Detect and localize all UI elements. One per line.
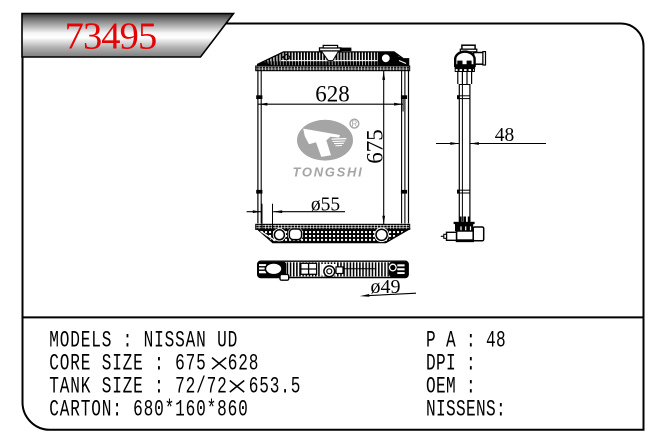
svg-text:675: 675 [363, 129, 388, 164]
svg-text:P A : 48: P A : 48 [426, 327, 506, 354]
svg-text:CORE SIZE : 675: CORE SIZE : 675 [49, 350, 206, 377]
svg-text:TANK SIZE : 72/72: TANK SIZE : 72/72 [49, 373, 227, 400]
svg-text:628: 628 [315, 81, 350, 106]
svg-text:653.5: 653.5 [249, 373, 301, 400]
svg-text:628: 628 [228, 350, 260, 377]
svg-text:DPI :: DPI : [426, 350, 476, 377]
svg-text:ø55: ø55 [311, 194, 340, 215]
svg-text:48: 48 [495, 125, 515, 146]
svg-text:MODELS : NISSAN UD: MODELS : NISSAN UD [49, 327, 238, 354]
svg-text:OEM :: OEM : [426, 373, 476, 400]
svg-text:R: R [352, 120, 358, 129]
svg-text:73495: 73495 [65, 16, 157, 58]
svg-text:NISSENS:: NISSENS: [426, 396, 506, 423]
svg-text:ø49: ø49 [371, 276, 401, 298]
svg-text:TONGSHI: TONGSHI [293, 165, 364, 180]
svg-text:CARTON: 680*160*860: CARTON: 680*160*860 [49, 396, 248, 423]
